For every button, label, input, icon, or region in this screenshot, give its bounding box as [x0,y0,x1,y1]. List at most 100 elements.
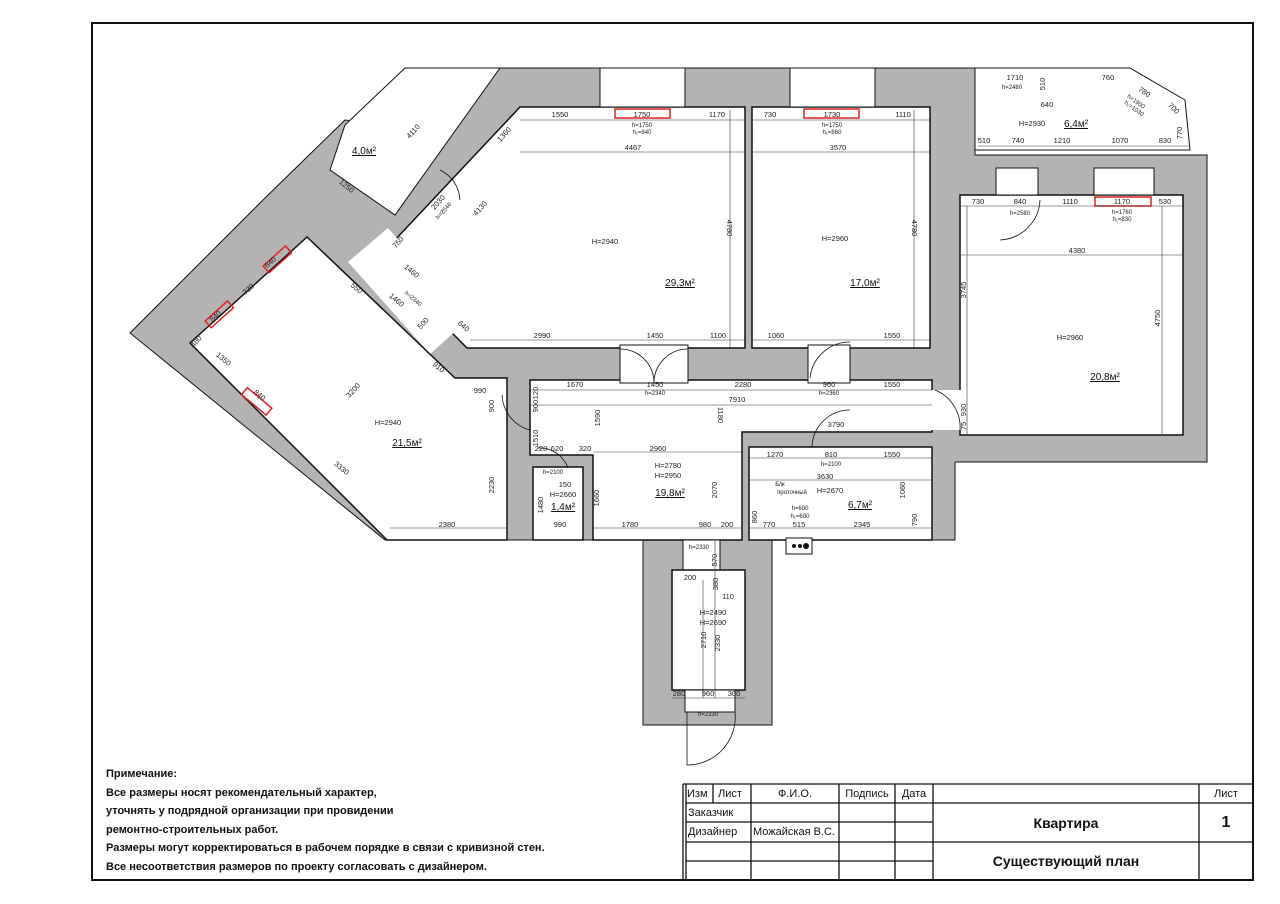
header-list: Лист [718,788,742,800]
doorway [619,344,689,384]
ceiling-height-label: H=2960 [822,234,848,243]
vestibule [671,569,746,691]
doorway [807,344,851,384]
notes-block: Примечание: Все размеры носят рекомендат… [106,765,545,876]
header-date: Дата [901,788,927,800]
door-swing [439,169,461,201]
corridor-link [930,390,962,430]
customer-label: Заказчик [688,806,734,819]
dimension-label: h=2580 [1010,211,1031,217]
dimension-label: 620 [551,444,564,453]
dimension-label: 2380 [439,520,456,529]
dimension-label: 810 [825,450,838,459]
room-area-label: 4,0м² [352,146,377,157]
dimension-label: 110 [722,592,734,601]
ceiling-height-label: H=2780 [655,461,681,470]
door-swing [934,389,961,431]
room-21-5 [188,235,508,541]
dimension-label: 900 [531,400,540,413]
dimension-label: 2960 [650,444,667,453]
note-line: Все несоответствия размеров по проекту с… [106,860,487,873]
dimension-label: 2345 [854,520,871,529]
ceiling-height-label: H=2670 [817,486,843,495]
dimension-label: h=1750 [822,123,843,129]
ceiling-height-label: H=2940 [375,418,401,427]
dimension-label: 770 [763,520,776,529]
window-mark [204,299,235,329]
dimension-label: h₁=600 [791,514,811,520]
dimension-label: 4780 [725,220,734,237]
dimension-label: 1170 [1114,197,1130,206]
dimension-label: 510 [978,136,991,145]
ceiling-height-label: H=2660 [550,490,576,499]
designer-name: Можайская В.С. [753,826,835,838]
bathroom-1-4 [532,466,584,541]
dimension-label: h=2480 [1002,85,1023,91]
project-title: Квартира [1033,814,1099,831]
stove-icon [785,537,813,555]
dimension-label: 860 [750,511,759,524]
window-marks [204,108,1152,417]
header-signature: Подпись [845,788,889,800]
dimension-label: h=2360 [819,391,840,397]
dimension-label: 4750 [1153,310,1162,327]
dimension-label: 75 [959,422,968,430]
dimension-label: 760 [1102,73,1115,82]
window-mark [240,386,273,417]
dimension-label: 990 [554,520,567,529]
dimension-label: 2990 [534,331,551,340]
room-area-label: 20,8м² [1090,372,1120,383]
door-swing [686,711,736,766]
dimension-label: 1750 [634,110,651,119]
dimension-label: 960 [823,380,836,389]
hallway-link [348,228,468,354]
dimension-label: 1550 [552,110,569,119]
dimension-label: 220 [535,444,548,453]
dimension-label: 3570 [830,143,847,152]
dimension-label: 1510 [531,430,540,447]
dimension-label: 840 [1014,197,1027,206]
window-mark [262,244,293,274]
drawing-frame [91,22,1254,881]
dimension-label: 570 [710,554,719,567]
dimension-label: 380 [711,578,720,591]
ceiling-height-label: H=2690 [700,618,726,627]
room-area-label: 6,7м² [848,500,873,511]
dimension-label: 1270 [767,450,784,459]
dimension-label: 1480 [536,497,545,514]
dimension-label: 790 [910,514,919,527]
ceiling-height-label: H=2960 [1057,333,1083,342]
dimension-label: 1060 [768,331,785,340]
dimension-label: 640 [1041,100,1054,109]
ceiling-height-label: H=2950 [655,471,681,480]
dimension-label: h=600 [792,506,810,512]
dimension-label: 1060 [898,482,907,499]
ceiling-height-label: H=2490 [700,608,726,617]
dimension-label: 730 [972,197,985,206]
dimension-label: h₁=840 [633,130,653,136]
dimension-label: 1110 [895,110,911,119]
dimension-label: 1660 [592,490,601,507]
dimension-label: 7910 [729,395,746,404]
designer-label: Дизайнер [688,826,738,838]
dimension-label: 930 [959,404,968,417]
dimension-label: h₁=860 [823,130,843,136]
dimension-label: 3790 [828,420,845,429]
dimension-label: 4380 [1069,246,1086,255]
dimension-label: 770 [1175,127,1184,140]
room-area-label: 1,4м² [551,502,576,513]
window [995,167,1039,196]
dimension-label: 4467 [625,143,642,152]
header-sheet: Лист [1214,788,1238,800]
header-izm: Изм [687,788,708,800]
dimension-label: 200 [721,520,734,529]
kitchen-6-7 [748,446,933,541]
dimension-label: 320 [579,444,592,453]
openings [599,67,1155,384]
note-line: уточнять у подрядной организации при про… [106,805,394,817]
vestibule-passage [682,539,721,573]
dimension-label: 1170 [709,110,725,119]
dimension-label: 1100 [710,331,726,340]
door-swing [999,199,1041,241]
